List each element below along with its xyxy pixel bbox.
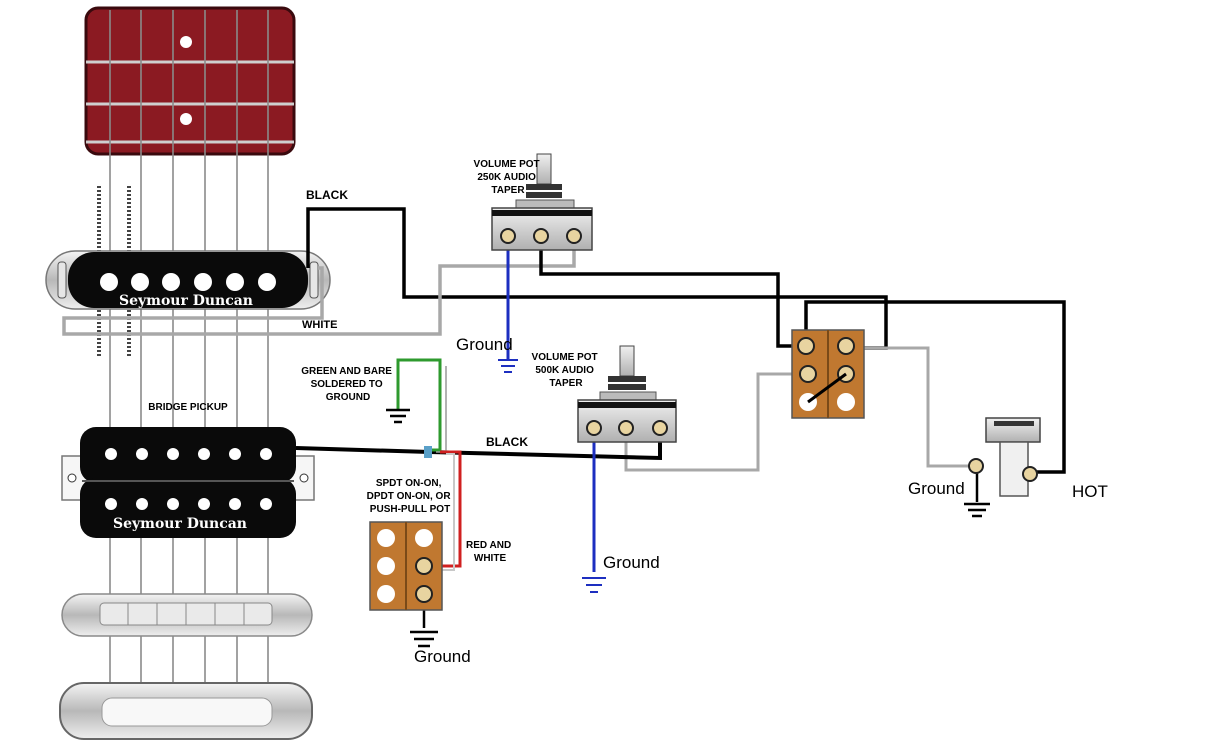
volume-pot-250k	[491, 153, 593, 251]
label-black-top: BLACK	[306, 188, 348, 202]
humbucker-coil-bottom	[80, 478, 296, 538]
label-hot: HOT	[1072, 482, 1108, 501]
wire-neck-black	[306, 207, 888, 350]
label-ground-switch: Ground	[414, 647, 471, 666]
fretboard	[84, 6, 296, 156]
fret-marker-dot	[180, 113, 192, 125]
label-ground-jack: Ground	[908, 479, 965, 498]
label-green-bare: GREEN AND BARE SOLDERED TO GROUND	[301, 366, 395, 403]
label-switch-options: SPDT ON-ON, DPDT ON-ON, OR PUSH-PULL POT	[367, 478, 454, 515]
ground-symbol-icon	[498, 359, 518, 373]
coil-split-switch	[369, 521, 443, 611]
ground-symbol-icon	[386, 408, 410, 424]
wire-neck-white	[62, 240, 576, 336]
single-coil-pickup: Seymour Duncan	[45, 250, 331, 310]
label-ground-pot500: Ground	[603, 553, 660, 572]
wire-switch-gray	[846, 346, 976, 468]
wire-bridge-black	[295, 428, 662, 461]
brand-logo-humbucker: Seymour Duncan	[113, 516, 247, 532]
stop-tailpiece	[59, 682, 313, 740]
label-volume-pot-500k: VOLUME POT 500K AUDIO TAPER	[532, 352, 601, 389]
pickup-cover	[68, 252, 308, 308]
fret-marker-dot	[180, 36, 192, 48]
wire-pot250-to-switch	[539, 240, 806, 348]
pickup-selector-switch	[791, 329, 865, 419]
wire-switch-to-jack	[804, 300, 1066, 474]
volume-pot-500k	[577, 345, 677, 443]
bridge-saddles	[61, 593, 313, 637]
label-white: WHITE	[302, 319, 337, 331]
humbucker-pickup: Seymour Duncan	[61, 427, 315, 538]
label-bridge-pickup: BRIDGE PICKUP	[148, 402, 228, 413]
label-black-bottom: BLACK	[486, 435, 528, 449]
label-volume-pot-250k: VOLUME POT 250K AUDIO TAPER	[474, 159, 543, 196]
neck-board	[84, 6, 296, 156]
wire-shield-band	[424, 446, 432, 458]
label-ground-pot250: Ground	[456, 335, 513, 354]
ground-symbol-icon	[582, 577, 606, 593]
ground-symbol-icon	[410, 630, 438, 648]
wire-green	[396, 358, 442, 452]
brand-logo-single: Seymour Duncan	[119, 293, 253, 309]
output-jack	[968, 417, 1041, 497]
label-red-white: RED AND WHITE	[466, 540, 514, 564]
ground-symbol-icon	[964, 502, 990, 518]
humbucker-coil-top	[80, 427, 296, 483]
